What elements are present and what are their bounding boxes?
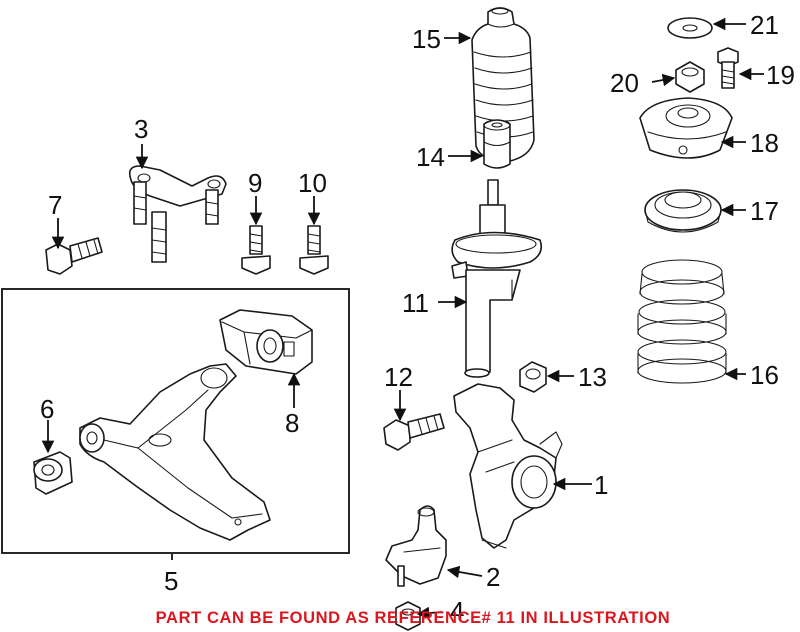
callout-12: 12 — [384, 362, 413, 392]
part-21-washer — [667, 17, 713, 39]
control-arm — [79, 363, 271, 541]
callout-8: 8 — [285, 408, 299, 438]
callout-19: 19 — [766, 60, 795, 90]
control-arm-assembly-frame — [1, 288, 350, 554]
part-7-bolt — [45, 237, 103, 275]
part-13-nut — [519, 361, 547, 393]
part-18-strut-mount — [639, 97, 733, 159]
callout-5: 5 — [164, 566, 178, 596]
reference-note: PART CAN BE FOUND AS REFERENCE# 11 IN IL… — [156, 609, 671, 627]
part-8-rear-bushing — [219, 309, 313, 375]
part-16-coil-spring — [637, 259, 727, 384]
leader-lines — [41, 17, 764, 620]
part-17-spring-seat — [644, 189, 722, 233]
callout-15: 15 — [412, 24, 441, 54]
part-19-bolt — [717, 47, 739, 89]
part-4-nut — [395, 601, 421, 631]
part-10-flange-bolt — [299, 225, 329, 275]
callout-6: 6 — [40, 394, 54, 424]
part-9-flange-bolt — [241, 225, 271, 275]
callout-20: 20 — [610, 68, 639, 98]
callout-3: 3 — [134, 114, 148, 144]
part-2-ball-joint — [385, 505, 447, 587]
callout-1: 1 — [594, 470, 608, 500]
part-12-bolt — [383, 413, 445, 451]
part-1-steering-knuckle — [453, 383, 563, 549]
callout-21: 21 — [750, 10, 779, 40]
callout-14: 14 — [416, 142, 445, 172]
callout-2: 2 — [486, 562, 500, 592]
callout-9: 9 — [248, 168, 262, 198]
callout-11: 11 — [402, 288, 429, 318]
callout-18: 18 — [750, 128, 779, 158]
part-14-bump-stop — [483, 119, 511, 169]
callout-10: 10 — [298, 168, 327, 198]
part-20-nut — [675, 61, 705, 93]
part-3-bracket — [128, 165, 227, 263]
callout-13: 13 — [578, 362, 607, 392]
callout-7: 7 — [48, 190, 62, 220]
callout-16: 16 — [750, 360, 779, 390]
callout-labels: 1 2 3 4 5 6 7 8 9 10 11 12 13 14 15 16 1… — [40, 10, 795, 626]
callout-17: 17 — [750, 196, 779, 226]
part-11-strut-assembly — [451, 179, 543, 378]
callout-4: 4 — [450, 596, 464, 626]
part-6-front-bushing — [33, 451, 73, 495]
